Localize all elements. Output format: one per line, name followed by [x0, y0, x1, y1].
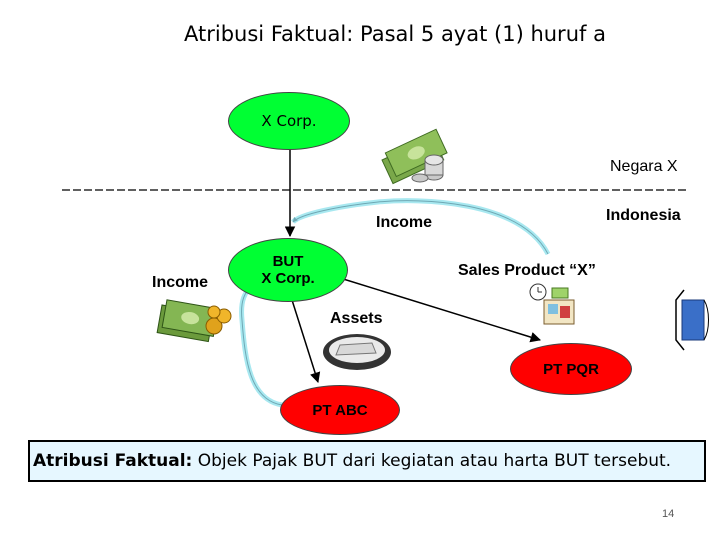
- but-label-line1: BUT: [272, 253, 304, 270]
- slide-title: Atribusi Faktual: Pasal 5 ayat (1) huruf…: [184, 22, 606, 46]
- income-curve-left: [239, 284, 283, 408]
- arrow-but-to-ptabc: [291, 299, 321, 384]
- arrow-but-to-ptpqr: [339, 277, 542, 343]
- definition-term: Atribusi Faktual:: [33, 451, 193, 471]
- income-top-label: Income: [376, 214, 433, 231]
- border-gate-icon: [675, 289, 709, 351]
- gold-bars-icon: [323, 334, 391, 370]
- assets-label: Assets: [330, 310, 383, 327]
- x-corp-node: X Corp.: [228, 92, 350, 150]
- negara-x-label: Negara X: [610, 158, 678, 175]
- product-shop-icon: [529, 283, 575, 325]
- coins-icon: [411, 154, 444, 183]
- cash-bundle-icon: [156, 299, 219, 343]
- indonesia-label: Indonesia: [606, 207, 681, 224]
- definition-text: Objek Pajak BUT dari kegiatan atau harta…: [192, 451, 672, 471]
- page-number: 14: [662, 508, 675, 520]
- pt-pqr-node: PT PQR: [510, 343, 632, 395]
- income-left-label: Income: [152, 274, 209, 291]
- money-stack-icon: [381, 128, 448, 185]
- pt-abc-node: PT ABC: [280, 385, 400, 435]
- but-label-line2: X Corp.: [261, 270, 315, 287]
- gold-coins-icon: [205, 305, 232, 335]
- sales-product-label: Sales Product “X”: [458, 262, 596, 279]
- but-x-corp-node: BUT X Corp.: [228, 238, 348, 302]
- definition-box: Atribusi Faktual: Objek Pajak BUT dari k…: [28, 440, 706, 482]
